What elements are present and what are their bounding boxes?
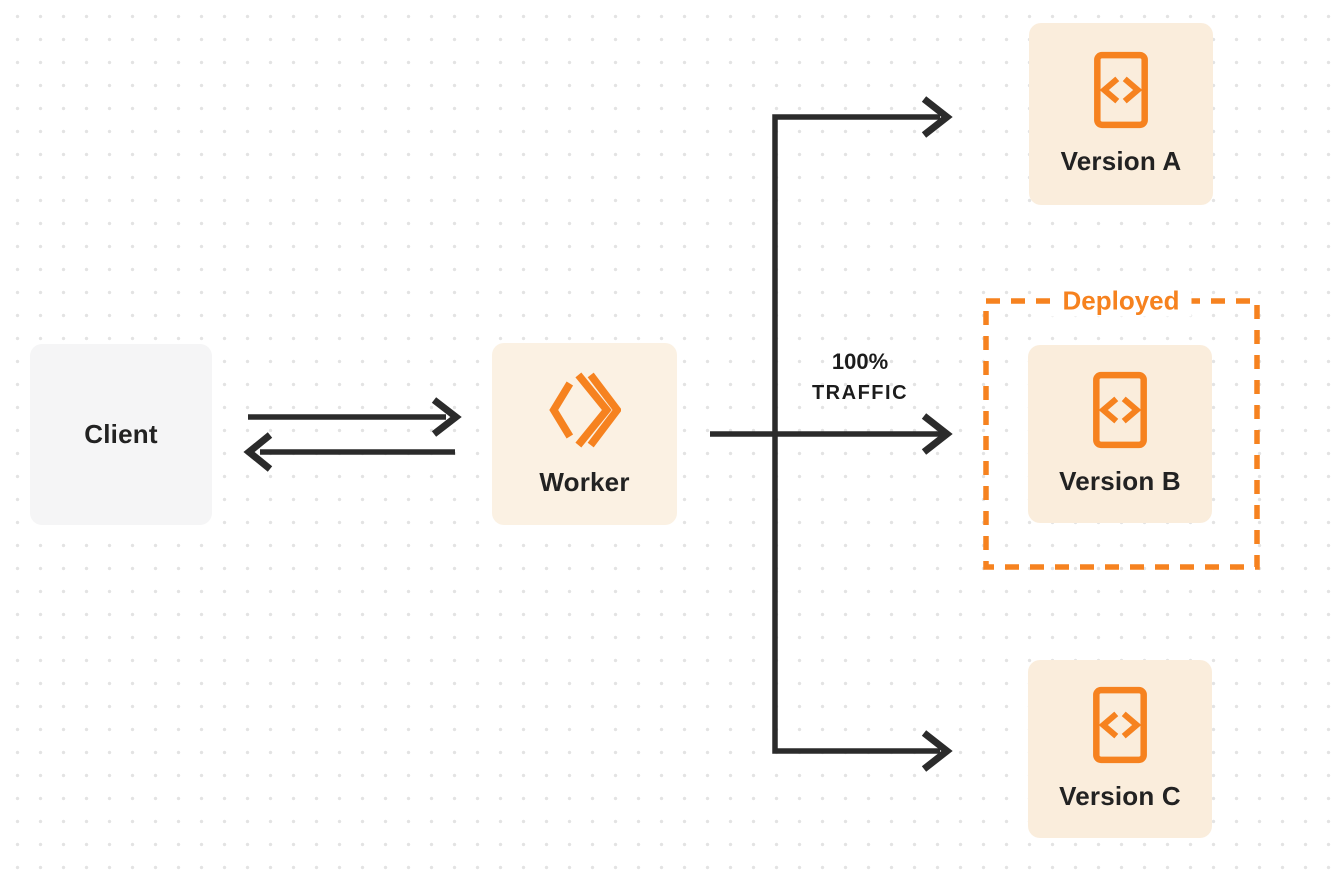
node-worker: Worker (492, 343, 677, 525)
worker-label: Worker (539, 467, 630, 497)
code-file-icon (1092, 51, 1150, 134)
code-file-icon (1091, 686, 1149, 769)
version-c-label: Version C (1059, 781, 1181, 811)
worker-chevrons-icon (548, 370, 622, 455)
branch-top-line (772, 114, 940, 434)
traffic-annotation: 100% TRAFFIC (790, 349, 930, 405)
version-b-label: Version B (1059, 466, 1181, 496)
deployed-label: Deployed (1050, 285, 1192, 317)
node-client: Client (30, 344, 212, 525)
arrow-version-b-head (921, 413, 953, 455)
arrow-client-to-worker-head (431, 397, 462, 437)
version-a-label: Version A (1060, 146, 1182, 176)
arrow-version-a-head (921, 96, 953, 138)
node-version-a: Version A (1029, 23, 1213, 205)
traffic-word-label: TRAFFIC (811, 382, 909, 404)
client-label: Client (84, 419, 158, 449)
code-file-icon (1091, 371, 1149, 454)
arrow-worker-to-client-head (243, 432, 273, 472)
node-version-b: Version B (1028, 345, 1212, 523)
branch-bottom-line (772, 434, 940, 754)
arrow-version-c-head (921, 730, 953, 772)
node-version-c: Version C (1028, 660, 1212, 838)
traffic-percent-label: 100% (831, 349, 889, 374)
